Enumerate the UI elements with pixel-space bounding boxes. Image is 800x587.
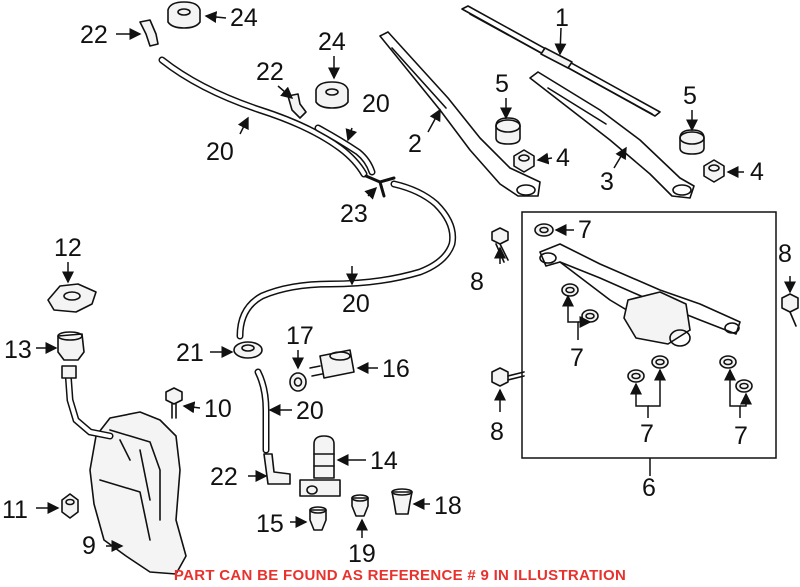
callout-7a: 7 (578, 216, 592, 244)
reservoir-cap (57, 331, 85, 361)
callout-15: 15 (256, 510, 284, 538)
fitting (309, 506, 327, 531)
cap-right (679, 129, 705, 155)
callout-5b: 5 (683, 82, 697, 110)
bolt-reservoir (165, 387, 183, 419)
y-connector (364, 174, 396, 198)
callout-13: 13 (4, 336, 32, 364)
callout-14: 14 (370, 447, 398, 475)
callout-2: 2 (408, 130, 422, 158)
elbow-top (139, 19, 159, 47)
wiper-arm-right (529, 71, 695, 199)
washer-reservoir (89, 411, 187, 575)
callout-24a: 24 (230, 4, 258, 32)
reservoir-cover (47, 283, 97, 313)
callout-20a: 20 (206, 138, 234, 166)
grommet (534, 223, 753, 393)
filler-neck (61, 365, 114, 440)
wiper-blade-long (461, 5, 661, 117)
reference-note: PART CAN BE FOUND AS REFERENCE # 9 IN IL… (174, 567, 626, 584)
bolt-lower (491, 367, 525, 387)
callout-9: 9 (82, 532, 96, 560)
callout-19: 19 (348, 540, 376, 568)
callout-1: 1 (555, 4, 569, 32)
nut-left (513, 149, 535, 173)
callout-22c: 22 (210, 463, 238, 491)
callout-11: 11 (2, 496, 28, 524)
callout-17: 17 (286, 322, 314, 350)
callout-10: 10 (204, 395, 232, 423)
callout-24b: 24 (318, 28, 346, 56)
nut-right (703, 159, 725, 183)
hose-connector (233, 341, 263, 359)
elbow-bottom (263, 453, 291, 485)
callout-21: 21 (176, 339, 204, 367)
callout-8b: 8 (490, 418, 504, 446)
callout-23: 23 (340, 200, 368, 228)
callout-20d: 20 (296, 397, 324, 425)
nut-reservoir (61, 493, 79, 519)
hose-long-upper (158, 56, 368, 178)
nozzle-middle (315, 81, 349, 109)
sensor-grommet (289, 372, 307, 392)
nozzle-top (167, 1, 201, 29)
callout-5a: 5 (495, 70, 509, 98)
hose-short-upper (314, 124, 376, 176)
plug (391, 488, 413, 515)
callout-4b: 4 (750, 158, 764, 186)
callout-20c: 20 (342, 290, 370, 318)
callout-6: 6 (642, 474, 656, 502)
callout-18: 18 (434, 492, 462, 520)
washer-pump (299, 435, 341, 497)
callout-12: 12 (54, 234, 82, 262)
callout-7b: 7 (570, 344, 584, 372)
callout-20b: 20 (362, 90, 390, 118)
callout-8a: 8 (470, 268, 484, 296)
hose-main (236, 180, 457, 340)
wiper-arm-left (379, 31, 541, 197)
assembly-box (521, 211, 777, 459)
bolt-right (781, 293, 799, 327)
callout-7d: 7 (734, 422, 748, 450)
callout-16: 16 (382, 355, 410, 383)
callout-22a: 22 (80, 21, 108, 49)
cap-left (495, 117, 521, 145)
callout-7c: 7 (640, 420, 654, 448)
hose-lower (254, 368, 270, 454)
callout-3: 3 (600, 168, 614, 196)
callout-4a: 4 (556, 144, 570, 172)
pump-grommet (351, 494, 369, 517)
wiper-linkage-assembly (539, 243, 741, 347)
elbow-middle (287, 93, 307, 119)
leader-lines (36, 11, 796, 552)
level-sensor (309, 349, 355, 379)
callout-8c: 8 (778, 240, 792, 268)
callout-22b: 22 (256, 58, 284, 86)
callout-labels: 1 2 3 4 4 5 5 6 7 7 7 7 8 8 8 9 10 11 12… (2, 4, 792, 568)
